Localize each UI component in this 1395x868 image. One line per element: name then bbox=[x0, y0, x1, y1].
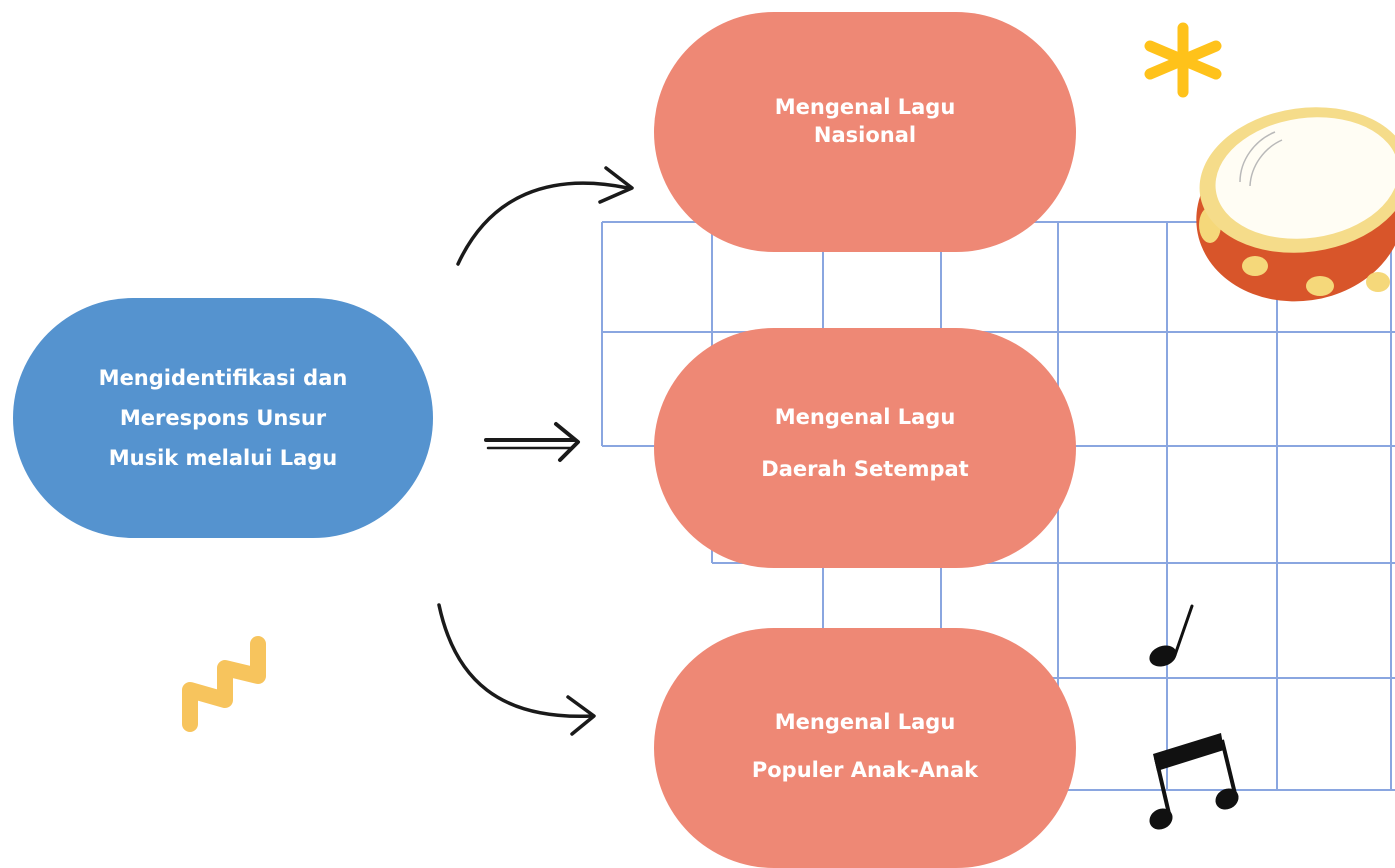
arrow-to-nasional bbox=[456, 166, 634, 266]
root-node: Mengidentifikasi dan Merespons Unsur Mus… bbox=[13, 298, 433, 538]
child-node-nasional-line-1: Mengenal Lagu bbox=[774, 95, 956, 119]
quarter-note-icon bbox=[1149, 604, 1194, 667]
tambourine-icon bbox=[1196, 107, 1395, 302]
child-node-populer: Mengenal Lagu Populer Anak-Anak bbox=[654, 628, 1076, 868]
child-node-populer-line-1: Mengenal Lagu bbox=[774, 710, 956, 734]
child-node-nasional-line-2: Nasional bbox=[813, 123, 917, 147]
root-node-line-1: Mengidentifikasi dan bbox=[98, 366, 348, 390]
child-node-daerah: Mengenal Lagu Daerah Setempat bbox=[654, 328, 1076, 568]
child-node-daerah-line-2: Daerah Setempat bbox=[761, 457, 969, 481]
asterisk-icon bbox=[1144, 22, 1222, 98]
arrow-to-populer bbox=[437, 603, 596, 736]
eighth-notes-icon bbox=[1149, 733, 1239, 830]
child-node-daerah-line-1: Mengenal Lagu bbox=[774, 405, 956, 429]
root-node-line-3: Musik melalui Lagu bbox=[108, 446, 338, 470]
child-node-populer-line-2: Populer Anak-Anak bbox=[751, 758, 979, 782]
arrow-to-daerah bbox=[484, 422, 580, 462]
root-node-line-2: Merespons Unsur bbox=[119, 406, 327, 430]
zigzag-icon bbox=[182, 636, 266, 732]
child-node-nasional: Mengenal Lagu Nasional bbox=[654, 12, 1076, 252]
